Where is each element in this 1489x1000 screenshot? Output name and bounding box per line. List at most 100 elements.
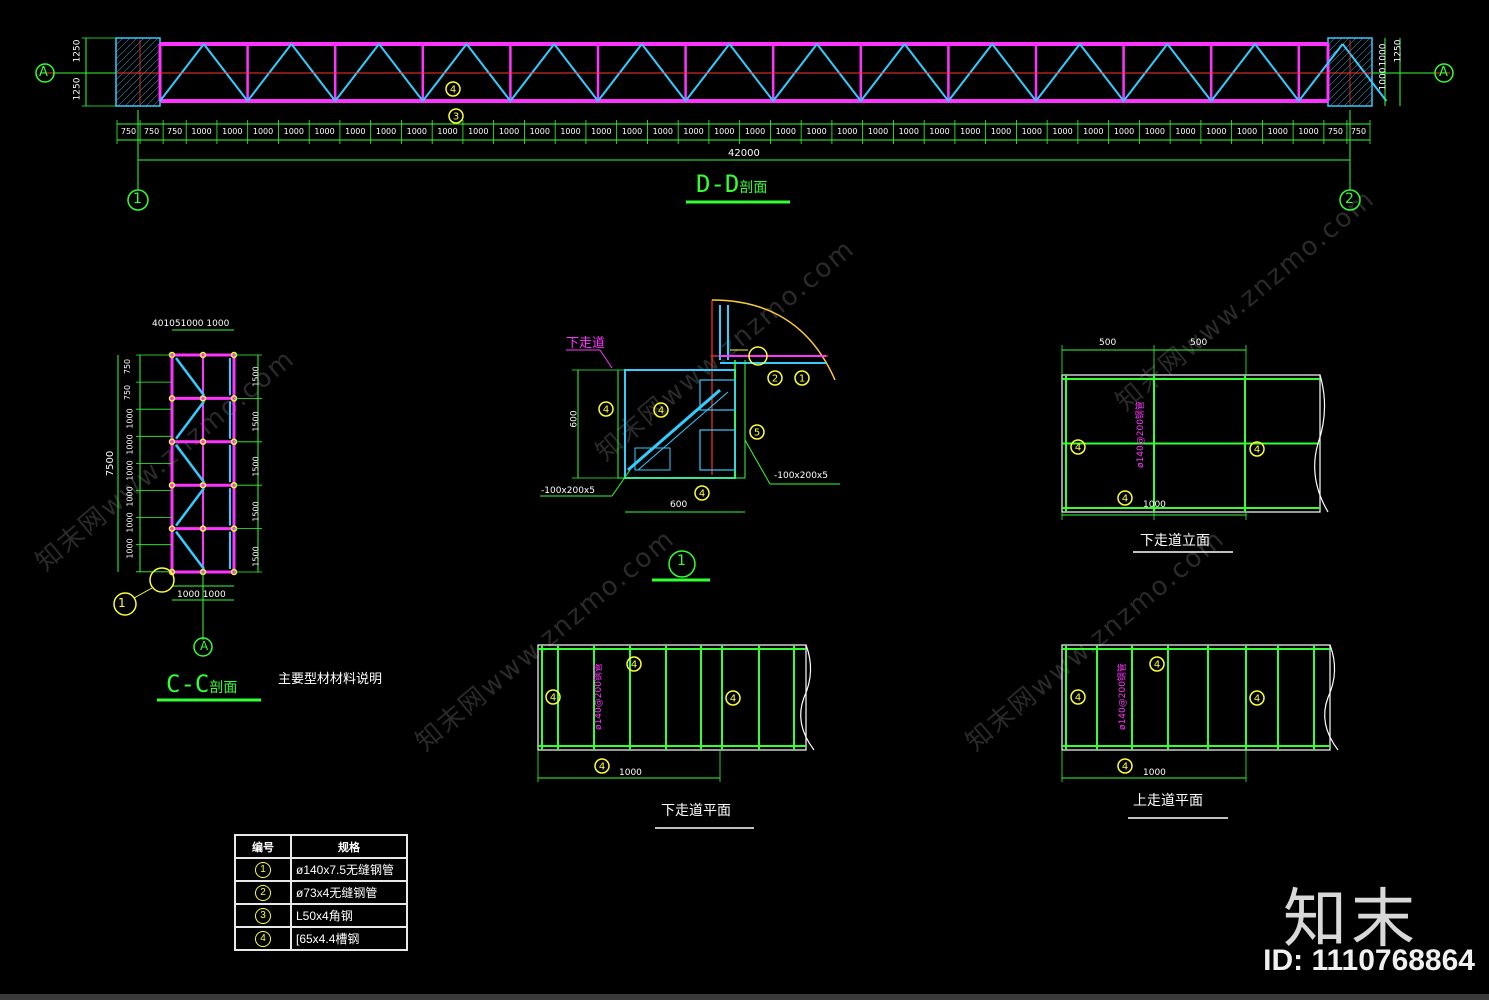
cc-bottom-dims: 1000 1000 bbox=[177, 590, 226, 600]
dimension-label: 1000 bbox=[1083, 127, 1104, 136]
hatch-line bbox=[1336, 70, 1373, 107]
hatch-line bbox=[115, 49, 161, 95]
lower-plan-break-line bbox=[800, 644, 815, 751]
tag-number: 4 bbox=[1075, 443, 1081, 454]
dimension-label: 1000 bbox=[375, 127, 397, 136]
dimension-label: 1000 bbox=[560, 127, 581, 136]
dimension-label: 1000 bbox=[498, 127, 520, 136]
cc-axis-a-label: A bbox=[200, 639, 209, 653]
dimension-label: 1000 bbox=[252, 127, 274, 136]
dimension-label: 1000 bbox=[1267, 127, 1288, 136]
tag-number: 4 bbox=[1122, 762, 1128, 773]
tag-circle bbox=[1117, 490, 1133, 506]
table-header-row: 编号 规格 bbox=[234, 834, 408, 859]
hatch-line bbox=[1327, 37, 1371, 81]
cc-left-dim-label: 1000 bbox=[125, 512, 135, 533]
dimension-label: 1000 bbox=[591, 127, 612, 136]
dimension-label: 1000 bbox=[1206, 127, 1227, 136]
elev-dim-bottom: 1000 bbox=[1143, 500, 1166, 510]
dimension-label: 1000 bbox=[775, 127, 796, 136]
cc-detail-bubble bbox=[149, 567, 175, 593]
cc-node bbox=[199, 438, 207, 446]
cc-diagonal bbox=[174, 530, 206, 570]
lower-plan-center-text: ø140@200钢管 bbox=[593, 663, 604, 730]
grid-a-left-label: A bbox=[39, 65, 48, 80]
dimension-label: 1000 bbox=[283, 127, 304, 136]
cc-left-total: 7500 bbox=[105, 450, 117, 477]
leader bbox=[133, 587, 153, 599]
hatch-line bbox=[1327, 37, 1336, 46]
hatch-line bbox=[145, 91, 161, 107]
lower-walkway-elev-title: 下走道立面 bbox=[1140, 533, 1210, 549]
table-row: 1 ø140x7.5无缝钢管 bbox=[234, 857, 408, 882]
cc-left-dim-label: 1000 bbox=[125, 434, 135, 455]
table-row: 2 ø73x4无缝钢管 bbox=[234, 880, 408, 905]
tag-circle: 2 bbox=[255, 885, 271, 901]
cc-node bbox=[168, 525, 176, 532]
cc-right-dim-label: 1500 bbox=[251, 501, 261, 522]
hatch-line bbox=[115, 37, 131, 53]
lower-walkway-plan-title: 下走道平面 bbox=[661, 803, 731, 819]
dimension-label: 1000 bbox=[837, 127, 858, 136]
section-cc-title: C-C剖面 bbox=[166, 670, 238, 698]
table-cell-spec: L50x4角钢 bbox=[290, 903, 408, 928]
upper-plan-break-line bbox=[1324, 644, 1339, 751]
hatch-line bbox=[115, 37, 159, 81]
cc-node bbox=[199, 525, 207, 532]
cc-axis-bubble bbox=[193, 637, 213, 657]
elev-break-line bbox=[1314, 374, 1329, 513]
lower-plan-dim: 1000 bbox=[619, 768, 642, 778]
cc-diagonal bbox=[174, 400, 206, 440]
tag-circle bbox=[1249, 441, 1265, 457]
image-id: ID: 1110768864 bbox=[1263, 944, 1475, 977]
plate bbox=[634, 447, 671, 471]
cc-node bbox=[168, 481, 176, 489]
cc-node bbox=[199, 351, 207, 359]
dimension-label: 1000 bbox=[744, 127, 766, 136]
node-circle bbox=[748, 346, 768, 366]
tag-number: 4 bbox=[1254, 445, 1260, 456]
tag-circle bbox=[1249, 690, 1265, 706]
dimension-label: 1000 bbox=[1236, 127, 1258, 136]
dimension-label: 1000 bbox=[222, 127, 243, 136]
dimension-label: 1000 bbox=[1144, 127, 1165, 136]
tag-number: 4 bbox=[1122, 494, 1128, 505]
cc-diagonal bbox=[174, 357, 206, 397]
dimension-label: 750 bbox=[120, 127, 137, 136]
cc-right-dim-label: 1500 bbox=[251, 411, 261, 432]
cc-left-dim-label: 750 bbox=[123, 358, 133, 375]
tag-number: 1 bbox=[799, 374, 805, 385]
tag-number: 4 bbox=[599, 762, 605, 773]
table-header-spec: 规格 bbox=[290, 834, 408, 859]
tag-number: 4 bbox=[1075, 693, 1081, 704]
brand-logo: 知末 bbox=[1283, 883, 1419, 957]
tag-circle bbox=[545, 689, 561, 705]
detail-number-bubble bbox=[668, 550, 696, 578]
cc-diagonal bbox=[174, 487, 206, 527]
pipe-arc bbox=[711, 299, 836, 381]
detail-dim-vertical: 600 bbox=[569, 410, 580, 428]
material-note: 主要型材材料说明 bbox=[278, 672, 383, 687]
hatch-line bbox=[115, 37, 124, 46]
plate bbox=[699, 429, 736, 471]
hatch-line bbox=[131, 77, 161, 107]
dimension-label: 1000 bbox=[1113, 127, 1135, 136]
bottom-bar bbox=[0, 994, 1489, 1000]
right-dim-2: 1000 bbox=[1378, 67, 1389, 91]
dimension-label: 750 bbox=[1327, 127, 1344, 136]
hatch-line bbox=[115, 56, 161, 102]
cc-right-dim-label: 1500 bbox=[251, 456, 261, 477]
tag-circle: 4 bbox=[255, 931, 271, 947]
dimension-label: 1000 bbox=[867, 127, 889, 136]
dimension-label: 1000 bbox=[621, 127, 643, 136]
axis-1-label: 1 bbox=[133, 191, 142, 207]
detail-lower-walkway-label: 下走道 bbox=[566, 336, 606, 351]
tag-circle: 1 bbox=[255, 862, 271, 878]
cc-left-dim-label: 1000 bbox=[125, 460, 135, 481]
tag-circle bbox=[725, 690, 741, 706]
detail-number-label: 1 bbox=[677, 553, 686, 569]
tag-circle bbox=[448, 108, 464, 124]
leader bbox=[611, 469, 631, 497]
dimension-label: 1000 bbox=[1021, 127, 1042, 136]
table-cell-spec: [65x4.4槽钢 bbox=[290, 926, 408, 951]
